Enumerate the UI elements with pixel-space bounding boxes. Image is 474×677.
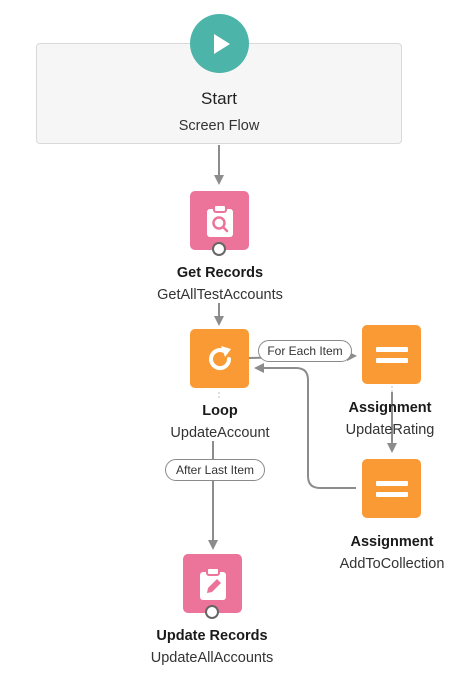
clipboard-search-icon xyxy=(206,203,233,237)
clipboard-pencil-icon xyxy=(199,566,226,600)
after-last-item-label[interactable]: After Last Item xyxy=(165,459,265,481)
assignment-2-name: AddToCollection xyxy=(339,556,445,572)
for-each-item-label[interactable]: For Each Item xyxy=(258,340,352,362)
get-records-type-label: Get Records xyxy=(176,265,264,281)
update-records-type-label: Update Records xyxy=(156,628,268,644)
assignment-1-type-label: Assignment xyxy=(348,400,432,416)
connector-assignment-2-to-loop xyxy=(254,363,356,489)
get-records-port[interactable] xyxy=(212,242,226,256)
play-icon xyxy=(213,33,230,54)
equals-icon xyxy=(375,480,408,497)
loop-arrow-icon xyxy=(208,345,231,370)
update-records-name: UpdateAllAccounts xyxy=(150,650,274,666)
equals-icon xyxy=(375,346,408,363)
loop-name: UpdateAccount xyxy=(170,425,270,441)
loop-type-label: Loop xyxy=(202,403,238,419)
assignment-add-to-collection-node[interactable] xyxy=(362,459,421,518)
loop-node[interactable] xyxy=(190,329,249,388)
assignment-1-name: UpdateRating xyxy=(345,422,435,438)
start-title: Start xyxy=(201,89,237,108)
update-records-port[interactable] xyxy=(205,605,219,619)
start-play-button[interactable] xyxy=(190,14,249,73)
get-records-node[interactable] xyxy=(190,191,249,250)
update-records-node[interactable] xyxy=(183,554,242,613)
assignment-2-type-label: Assignment xyxy=(350,534,434,550)
start-subtitle: Screen Flow xyxy=(178,118,260,134)
get-records-name: GetAllTestAccounts xyxy=(157,287,283,303)
assignment-update-rating-node[interactable] xyxy=(362,325,421,384)
